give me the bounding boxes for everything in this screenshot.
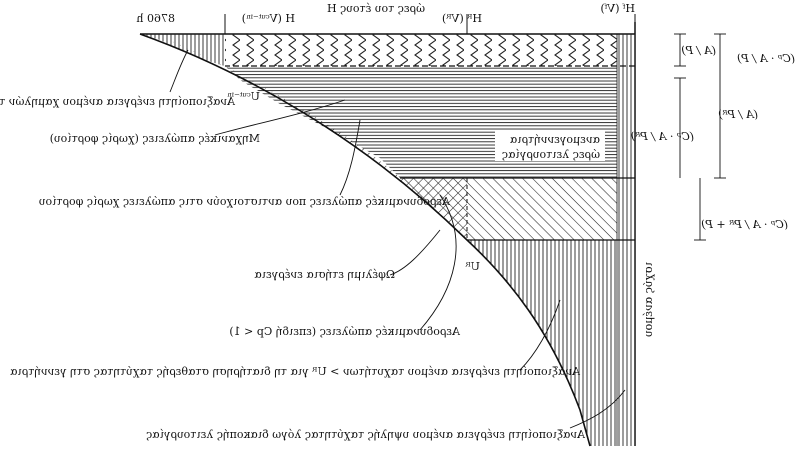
label-u-r: Uᴿ [465, 260, 480, 273]
region-above-rated [225, 34, 617, 66]
label-a-over-pr: (A / Pᴿ) [718, 108, 758, 121]
label-hours-operation: ώρες λειτουργίας [502, 148, 600, 161]
label-a-over-p: (A / P) [681, 44, 716, 57]
bottom-lost-region [467, 240, 617, 446]
label-h-total: 8760 h [136, 12, 175, 25]
annotation-above-rated: Αναξιοποίητη ενέργεια ανέμου ταχυτήτων >… [9, 365, 581, 378]
mechanical-losses-region [225, 66, 617, 178]
label-hf: Hᶠ (Vᶠ) [601, 2, 636, 15]
label-u-cutin: Uᶜᵘᵗ⁻ⁱⁿ [227, 90, 260, 103]
label-axis: ισχύς ανέμου [642, 262, 655, 337]
label-cp-over-prp: (Cᵖ · A / Pᴿ + P) [701, 218, 788, 231]
label-wind-turbine: ανεμογεννήτρια [509, 133, 600, 146]
label-hr: Hᴿ (Vᴿ) [442, 12, 482, 25]
annotation-cutout: Αναξιοποίητη ενέργεια ανέμου υψηλής ταχύ… [146, 428, 586, 441]
annotation-aero-cp: Αεροδυναμικές απώλειες (επειδή Cp < 1) [229, 325, 461, 338]
label-h-cutin: H (Vᶜᵘᵗ⁻ⁱⁿ) [242, 12, 295, 25]
aero-noload-region [467, 178, 617, 240]
annotation-mech-losses: Μηχανικές απώλειες (χωρίς φορτίου) [50, 132, 260, 145]
annotation-useful-energy: Ωφέλιμη ετήσια ενέργεια [254, 268, 395, 281]
dimension-lines [674, 33, 726, 241]
leader-lines [169, 49, 626, 429]
annotation-low-speed: Αναξιοποίητη ενέργεια ανέμου χαμηλών ταχ… [0, 95, 236, 108]
annotation-aero-noload: Αεροδυναμικές απώλειες που αντιστοιχούν … [39, 195, 451, 208]
label-hours-title: ώρες του έτους H [327, 2, 425, 15]
power-curve [139, 33, 591, 447]
label-cp-over-pr: (Cᵖ · A / Pᴿ) [631, 130, 694, 143]
label-cp-over-p: (Cᵖ · A / P) [737, 52, 795, 65]
